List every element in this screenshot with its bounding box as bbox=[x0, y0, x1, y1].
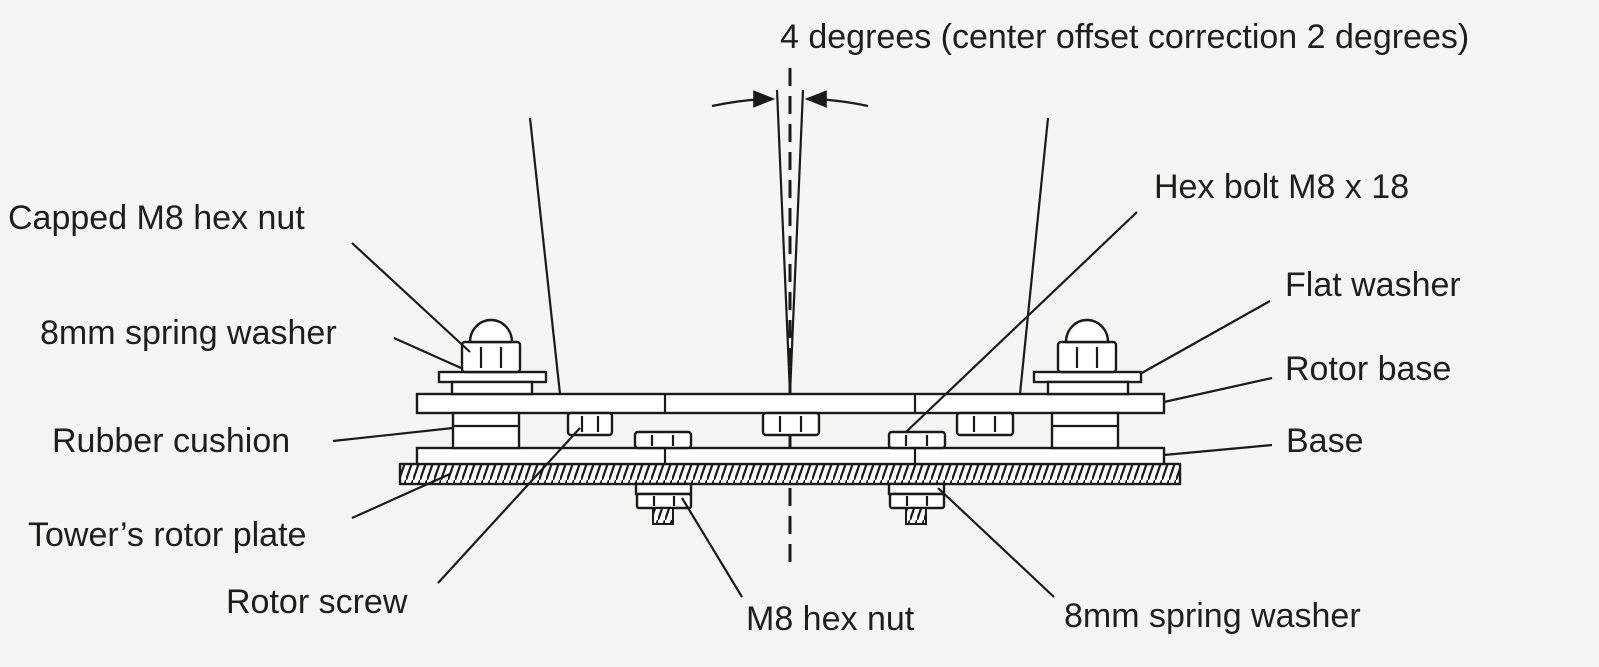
leader-tower-plate bbox=[351, 472, 451, 520]
rubber-cushion-left bbox=[451, 411, 521, 450]
flat-washer-left bbox=[437, 370, 548, 384]
rubber-cushion-right bbox=[1050, 411, 1120, 450]
angle-line-right bbox=[788, 89, 805, 395]
leader-m8-hex-nut bbox=[681, 497, 743, 598]
leader-rotor-screw bbox=[437, 427, 581, 584]
capped-hex-nut-right bbox=[1056, 318, 1118, 374]
flat-washer-right bbox=[1032, 370, 1143, 384]
base-plate bbox=[415, 446, 1166, 466]
label-hex-bolt: Hex bolt M8 x 18 bbox=[1154, 168, 1409, 206]
label-capped-nut: Capped M8 hex nut bbox=[8, 199, 305, 237]
washer-spacer-right bbox=[1046, 380, 1130, 396]
leader-base bbox=[1163, 443, 1273, 457]
label-base: Base bbox=[1286, 422, 1364, 460]
label-flat-washer: Flat washer bbox=[1285, 266, 1461, 304]
leader-flat-washer bbox=[1139, 300, 1271, 375]
right-support-line bbox=[1018, 117, 1050, 395]
bolt-thread-right bbox=[905, 507, 927, 525]
m8-hex-nut-left bbox=[634, 482, 693, 525]
tower-rotor-plate bbox=[398, 462, 1182, 486]
rotor-screw-1 bbox=[566, 411, 614, 437]
left-support-line bbox=[528, 117, 562, 395]
m8-hex-nut-right bbox=[887, 482, 946, 525]
rotor-screw-3 bbox=[955, 411, 1015, 437]
leader-rubber-cushion bbox=[332, 426, 454, 443]
bolt-thread-left bbox=[652, 507, 674, 525]
leader-rotor-base bbox=[1163, 376, 1273, 404]
label-tower-plate: Tower’s rotor plate bbox=[28, 516, 306, 554]
rotor-base-plate bbox=[415, 392, 1166, 415]
label-rotor-base: Rotor base bbox=[1285, 350, 1451, 388]
leader-spring-washer-top bbox=[393, 336, 462, 370]
hex-bolt-head-left bbox=[633, 430, 693, 450]
label-rotor-screw: Rotor screw bbox=[226, 583, 408, 621]
angle-arrow-left bbox=[711, 90, 776, 108]
capped-hex-nut-left bbox=[460, 318, 522, 374]
washer-spacer-left bbox=[450, 380, 534, 396]
rotor-screw-2 bbox=[761, 411, 821, 437]
leader-spring-washer-bottom bbox=[937, 487, 1055, 598]
label-spring-washer-top: 8mm spring washer bbox=[40, 314, 337, 352]
angle-label: 4 degrees (center offset correction 2 de… bbox=[780, 18, 1469, 56]
leader-hex-bolt bbox=[905, 211, 1138, 433]
angle-line-left bbox=[775, 89, 792, 395]
label-rubber-cushion: Rubber cushion bbox=[52, 422, 290, 460]
label-spring-washer-bottom: 8mm spring washer bbox=[1064, 597, 1361, 635]
angle-arrow-right bbox=[804, 90, 869, 108]
hex-bolt-head-right bbox=[887, 430, 947, 450]
label-m8-hex-nut: M8 hex nut bbox=[746, 600, 915, 638]
leader-capped-nut bbox=[351, 242, 471, 353]
